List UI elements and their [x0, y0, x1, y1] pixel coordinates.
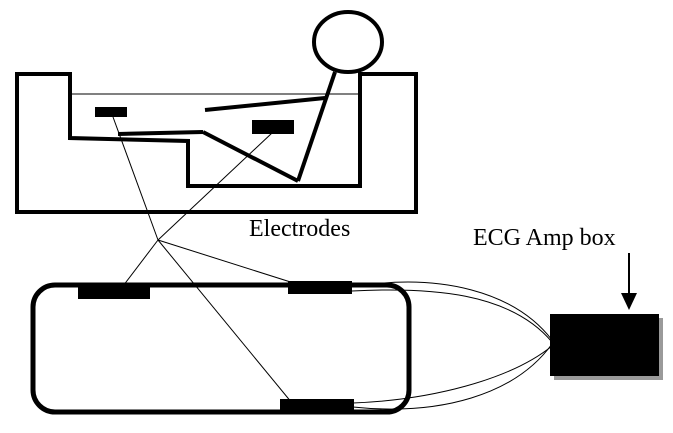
ecg-amp-box: [550, 314, 663, 380]
wire-junction-to-pad-top-right: [157, 239, 301, 286]
body-electrode-top-left: [78, 283, 150, 299]
wire-pad-top-right-to-amp: [351, 289, 553, 343]
bath-electrode-right: [252, 120, 294, 134]
subject-torso: [296, 71, 337, 182]
bath-electrode-left: [95, 107, 127, 117]
subject-arm: [204, 96, 326, 112]
wire-pad-bottom-to-amp: [352, 343, 553, 410]
subject-upper-leg: [202, 130, 299, 183]
ecg-amp-box-body: [550, 314, 659, 376]
body-assembly: [30, 281, 412, 415]
subject-lower-leg: [117, 130, 204, 136]
electrode-wires: [112, 116, 553, 410]
body-electrode-top-right: [288, 281, 352, 294]
body-outline: [30, 282, 412, 415]
electrodes-label: Electrodes: [249, 216, 350, 242]
down-arrow-icon: [621, 253, 637, 310]
wire-junction-to-pad-top-left: [119, 239, 159, 291]
body-electrode-bottom: [280, 399, 354, 412]
subject-head: [312, 10, 384, 74]
wire-junction-to-pad-bottom: [157, 239, 293, 404]
bath-tub: [15, 72, 418, 214]
bath-assembly: [15, 10, 418, 214]
wire-bath-left-to-junction: [112, 116, 159, 241]
wire-bath-right-to-junction: [157, 132, 273, 241]
wire-pad-bottom-to-amp-2: [352, 345, 553, 404]
ecg-amp-box-label: ECG Amp box: [473, 225, 616, 251]
wire-pad-top-right-to-amp-2: [351, 281, 553, 341]
